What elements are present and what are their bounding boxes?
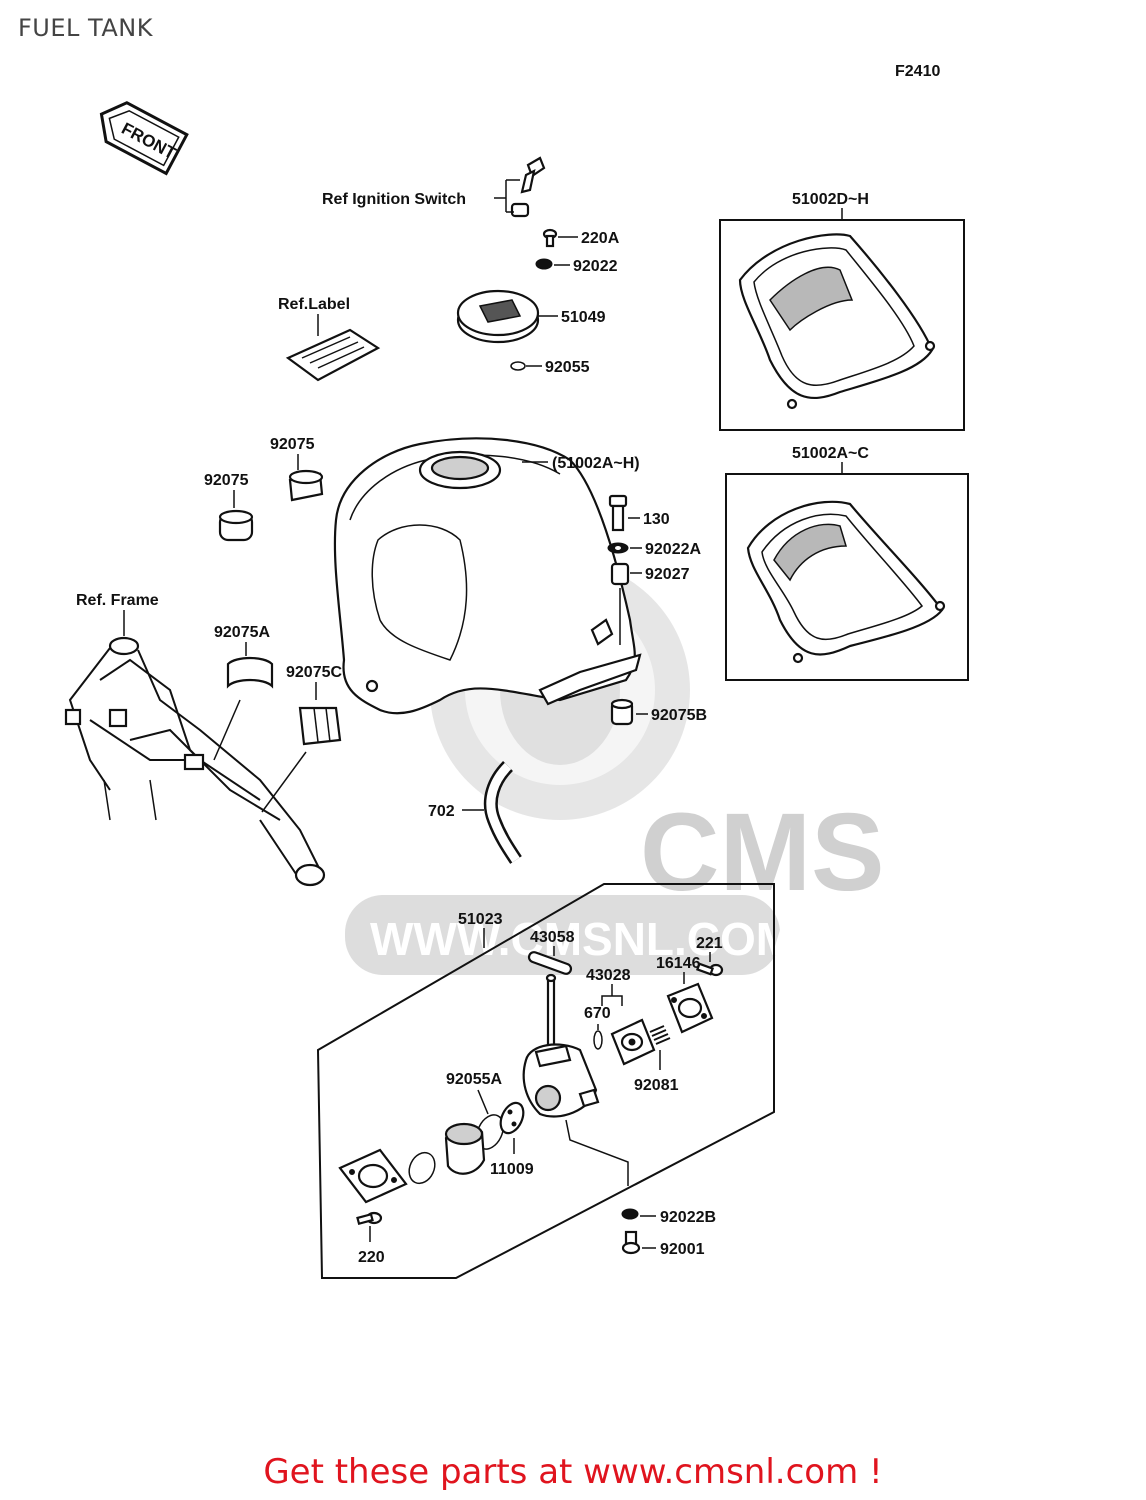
- label-220a: 220A: [581, 230, 620, 247]
- fuel-cock-body: [522, 973, 629, 1186]
- lower-gasket: [338, 1148, 436, 1204]
- ignition-switch-part: [494, 156, 546, 218]
- tank-cover-51002d-h: [738, 233, 936, 410]
- label-ref-ignition-switch: Ref Ignition Switch: [322, 191, 466, 208]
- box-51002a-c: [725, 473, 969, 681]
- diagram-title: FUEL TANK: [18, 14, 153, 42]
- label-702: 702: [428, 803, 455, 820]
- label-92075b: 92075B: [651, 707, 707, 724]
- label-670: 670: [584, 1005, 611, 1022]
- rubber-92075c: [261, 706, 342, 813]
- watermark-url: WWW.CMSNL.COM: [370, 913, 794, 965]
- screw-221: [695, 962, 724, 977]
- gasket-43058: [527, 951, 573, 975]
- rubber-92075-top: [288, 469, 324, 502]
- label-92022a: 92022A: [645, 541, 701, 558]
- frame-part: [64, 636, 326, 887]
- label-ref-frame: Ref. Frame: [76, 592, 159, 609]
- hose-702: [462, 761, 522, 864]
- fuel-cap-51049: [456, 289, 558, 344]
- label-92027: 92027: [645, 566, 690, 583]
- bolt-92001: [621, 1230, 656, 1255]
- label-43028: 43028: [586, 967, 631, 984]
- label-92022b: 92022B: [660, 1209, 716, 1226]
- label-92075-left: 92075: [204, 472, 249, 489]
- ref-label-sticker: [285, 328, 381, 382]
- diagram-code: F2410: [895, 63, 940, 80]
- label-92075a: 92075A: [214, 624, 270, 641]
- label-92022: 92022: [573, 258, 618, 275]
- label-11009: 11009: [490, 1161, 534, 1178]
- cover-16146: [666, 982, 714, 1034]
- washer-92022b: [621, 1208, 656, 1220]
- label-51002d-h: 51002D~H: [792, 191, 869, 208]
- label-92055: 92055: [545, 359, 590, 376]
- label-43058: 43058: [530, 929, 575, 946]
- box-51023: [316, 883, 775, 1279]
- label-51049: 51049: [561, 309, 606, 326]
- label-220: 220: [358, 1249, 385, 1266]
- label-51002a-c: 51002A~C: [792, 445, 869, 462]
- label-92075c: 92075C: [286, 664, 342, 681]
- gasket-11009: [499, 1101, 525, 1154]
- screw-220a: [542, 228, 578, 248]
- label-92055a: 92055A: [446, 1071, 502, 1088]
- bolt-130: [608, 494, 640, 532]
- label-92001: 92001: [660, 1241, 705, 1258]
- o-ring-670: [593, 1030, 603, 1050]
- footer-link[interactable]: Get these parts at www.cmsnl.com !: [263, 1452, 883, 1492]
- front-arrow-icon: FRONT: [99, 101, 189, 176]
- screw-220: [356, 1211, 383, 1242]
- diaphragm: [610, 1018, 656, 1066]
- label-92081: 92081: [634, 1077, 679, 1094]
- label-ref-label: Ref.Label: [278, 296, 350, 313]
- label-51023: 51023: [458, 911, 503, 928]
- o-ring-92055: [510, 361, 542, 371]
- collar-92027: [610, 562, 642, 645]
- label-221: 221: [696, 935, 723, 952]
- tank-cover-51002a-c: [746, 500, 946, 664]
- box-51002d-h: [719, 219, 965, 431]
- filter-cup: [444, 1122, 486, 1175]
- fuel-tank: [333, 437, 642, 715]
- rubber-92075-left: [218, 509, 254, 542]
- label-16146: 16146: [656, 955, 701, 972]
- washer-92022: [535, 258, 570, 270]
- washer-92022a: [607, 542, 642, 554]
- label-92075-top: 92075: [270, 436, 315, 453]
- watermark-brand: CMS: [640, 791, 884, 914]
- spring-92081: [649, 1025, 671, 1070]
- label-51002a-h: (51002A~H): [552, 455, 640, 472]
- rubber-92075a: [213, 656, 274, 761]
- damper-92075b: [610, 698, 648, 726]
- label-130: 130: [643, 511, 670, 528]
